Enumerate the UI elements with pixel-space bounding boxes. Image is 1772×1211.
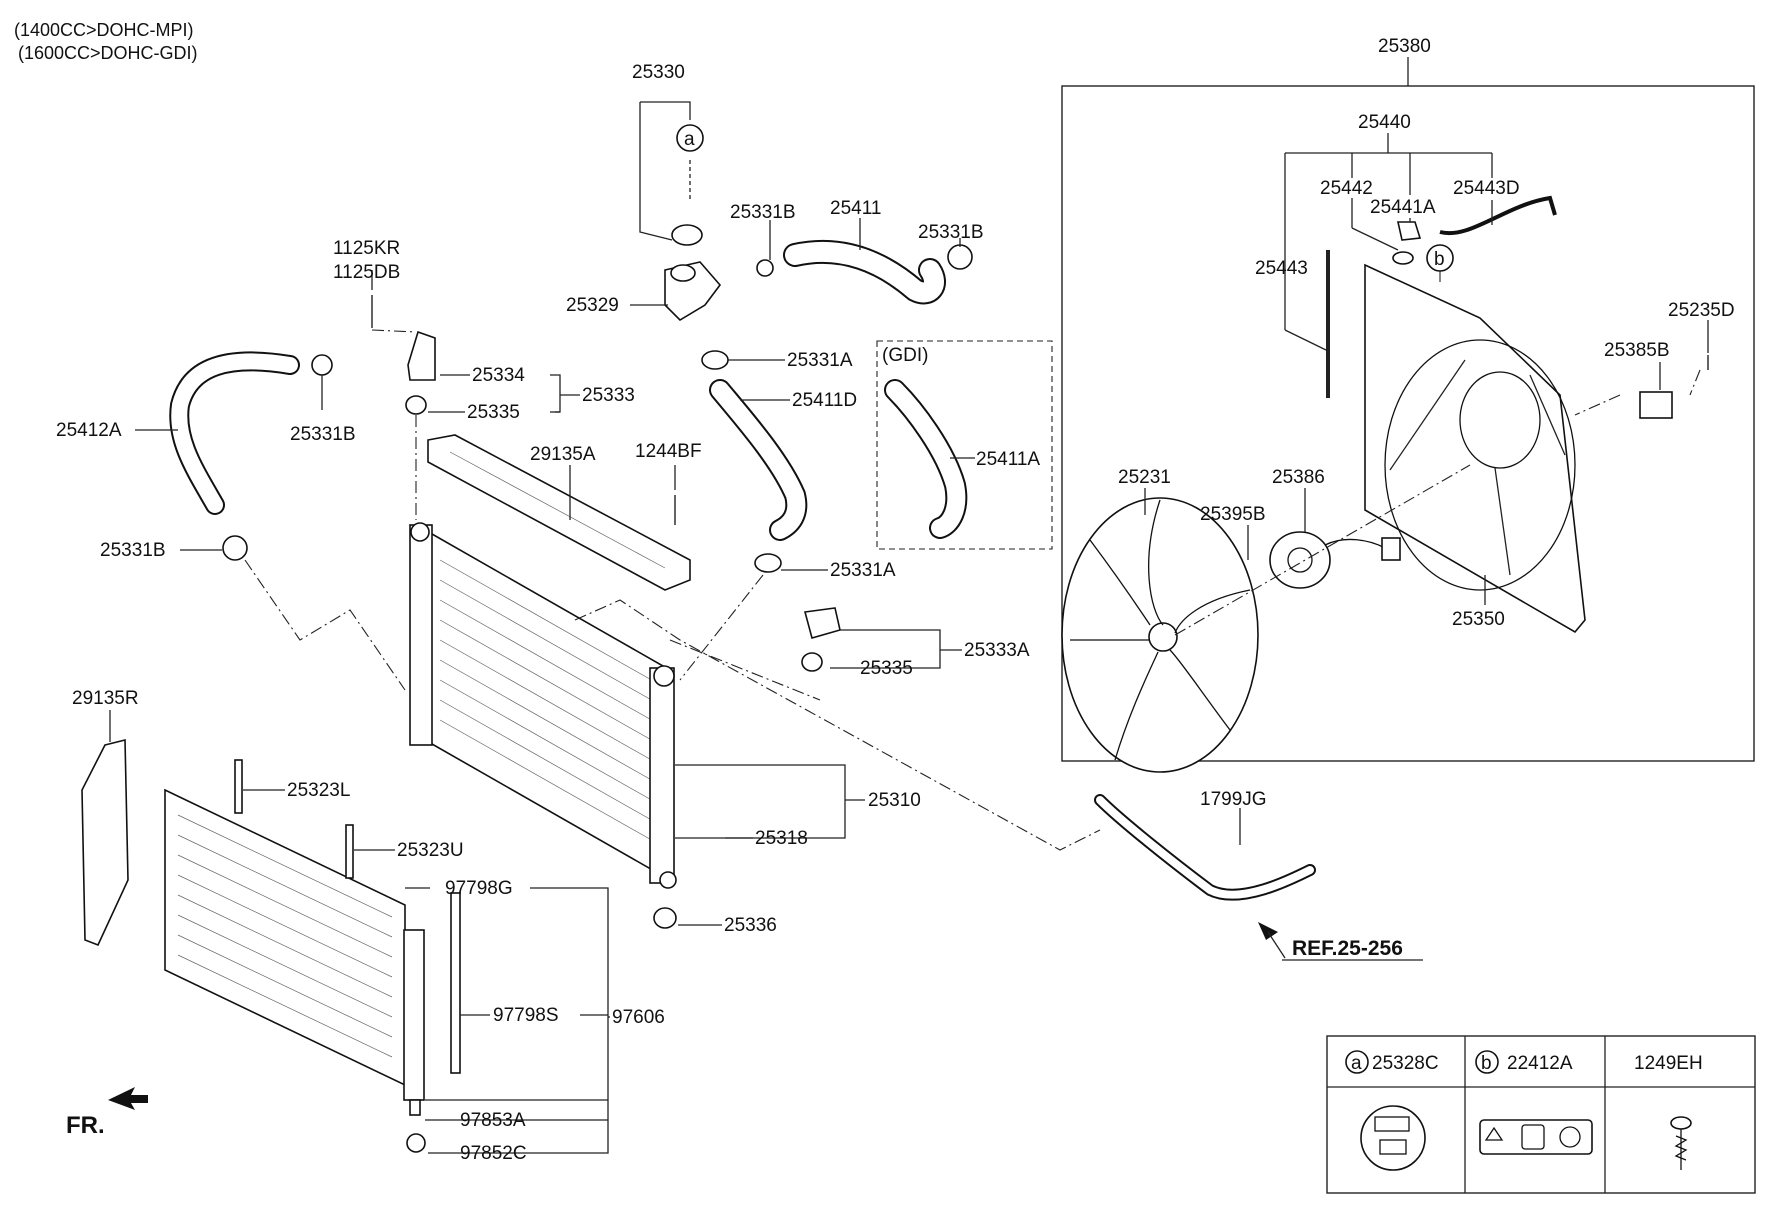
assembly-centerlines	[244, 270, 1701, 851]
label-25395B: 25395B	[1200, 504, 1266, 525]
label-25323U: 25323U	[397, 840, 464, 861]
label-97852C: 97852C	[460, 1143, 527, 1164]
label-97798G: 97798G	[445, 878, 513, 899]
legend-part-25328C: 25328C	[1372, 1053, 1439, 1074]
label-25441A: 25441A	[1370, 197, 1436, 218]
gdi-label: (GDI)	[882, 345, 928, 366]
hose-25443D	[1439, 195, 1557, 236]
label-25323L: 25323L	[287, 780, 350, 801]
clamp-25331B-upper-left	[311, 354, 333, 376]
fan-motor	[1269, 531, 1401, 589]
legend-marker-a-letter: a	[1351, 1053, 1362, 1074]
cooling-fan	[1061, 497, 1259, 773]
engine-variant-mpi: (1400CC>DOHC-MPI)	[14, 20, 194, 40]
cap-25441A	[1397, 221, 1422, 241]
callout-a	[676, 124, 704, 152]
label-25331A-top: 25331A	[787, 350, 853, 371]
label-25442: 25442	[1320, 178, 1373, 199]
mount-cushion-25336	[653, 907, 677, 929]
label-25411D: 25411D	[792, 390, 857, 411]
label-25335-left: 25335	[467, 402, 520, 423]
clamp-25331A-mid	[754, 553, 782, 573]
legend-marker-b-letter: b	[1481, 1053, 1492, 1074]
label-25386: 25386	[1272, 467, 1325, 488]
label-25331B-right: 25331B	[918, 222, 984, 243]
mount-cushion-25335-right	[801, 652, 823, 672]
fan-shroud	[1364, 263, 1586, 634]
label-25411A: 25411A	[976, 449, 1040, 470]
label-1244BF: 1244BF	[635, 441, 702, 462]
air-guide-left	[81, 738, 129, 947]
label-1125KR: 1125KR	[333, 238, 400, 259]
label-25333: 25333	[582, 385, 635, 406]
seal-25323U	[345, 824, 354, 879]
radiator	[409, 522, 677, 889]
legend-part-22412A: 22412A	[1507, 1053, 1573, 1074]
label-1125DB: 1125DB	[333, 262, 400, 283]
reference-label: REF.25-256	[1292, 937, 1403, 960]
leader-lines	[109, 101, 1709, 1154]
label-29135R: 29135R	[72, 688, 139, 709]
label-97606: 97606	[612, 1007, 665, 1028]
label-25335-right: 25335	[860, 658, 913, 679]
label-25331B-bottom: 25331B	[100, 540, 166, 561]
label-25231: 25231	[1118, 467, 1171, 488]
label-25329: 25329	[566, 295, 619, 316]
engine-variant-gdi: (1600CC>DOHC-GDI)	[18, 43, 198, 63]
label-25336: 25336	[724, 915, 777, 936]
label-25385B: 25385B	[1604, 340, 1670, 361]
label-25333A: 25333A	[964, 640, 1030, 661]
packing-25442	[1392, 251, 1414, 265]
parts-legend-table: a 25328C b 22412A 1249EH	[1326, 1035, 1756, 1194]
mount-cushion-25335-left	[405, 395, 427, 415]
bracket-25333A	[803, 607, 841, 639]
part-labels: 25330 25331B 25411 25331B 1125KR 1125DB …	[56, 62, 1735, 1164]
label-25412A: 25412A	[56, 420, 122, 441]
clamp-25331B-lower-left	[222, 535, 248, 561]
front-label: FR.	[66, 1112, 105, 1139]
label-1799JG: 1799JG	[1200, 789, 1267, 810]
callout-b	[1426, 244, 1454, 272]
gdi-variant-frame	[876, 340, 1053, 550]
seal-25323L	[234, 759, 243, 814]
cushion-97852C	[406, 1133, 426, 1153]
clamp-25331B-right	[947, 244, 973, 270]
callout-a-letter: a	[684, 129, 695, 150]
label-25331B-top: 25331B	[730, 202, 796, 223]
callout-b-letter: b	[1434, 249, 1445, 270]
label-25380: 25380	[1378, 36, 1431, 57]
seal-97798S	[450, 892, 461, 1074]
reference-arrow-icon	[1258, 922, 1278, 940]
label-25443D: 25443D	[1453, 178, 1520, 199]
label-25334: 25334	[472, 365, 525, 386]
label-29135A: 29135A	[530, 444, 596, 465]
label-25350: 25350	[1452, 609, 1505, 630]
label-25411: 25411	[830, 198, 881, 219]
clamp-25331B-top	[756, 259, 774, 277]
legend-marker-b	[1475, 1050, 1499, 1074]
label-25235D: 25235D	[1668, 300, 1735, 321]
water-outlet-fitting	[664, 224, 722, 322]
radiator-upper-cover	[427, 434, 691, 591]
label-25330: 25330	[632, 62, 685, 83]
clamp-25331A-top	[701, 350, 729, 370]
legend-part-1249EH: 1249EH	[1634, 1053, 1703, 1074]
cap-25328C-icon	[1360, 1105, 1426, 1171]
condenser	[164, 788, 425, 1116]
label-97798S: 97798S	[493, 1005, 559, 1026]
screw-1249EH-icon	[1670, 1116, 1692, 1170]
label-25440: 25440	[1358, 112, 1411, 133]
label-97853A: 97853A	[460, 1110, 526, 1131]
legend-marker-a	[1345, 1050, 1369, 1074]
front-arrow-icon	[108, 1087, 148, 1110]
bracket-25334	[407, 330, 436, 381]
label-25310: 25310	[868, 790, 921, 811]
label-25331B-left: 25331B	[290, 424, 356, 445]
label-25318: 25318	[755, 828, 808, 849]
label-25443: 25443	[1255, 258, 1308, 279]
resistor-25385B	[1639, 391, 1673, 419]
label-25331A-mid: 25331A	[830, 560, 896, 581]
